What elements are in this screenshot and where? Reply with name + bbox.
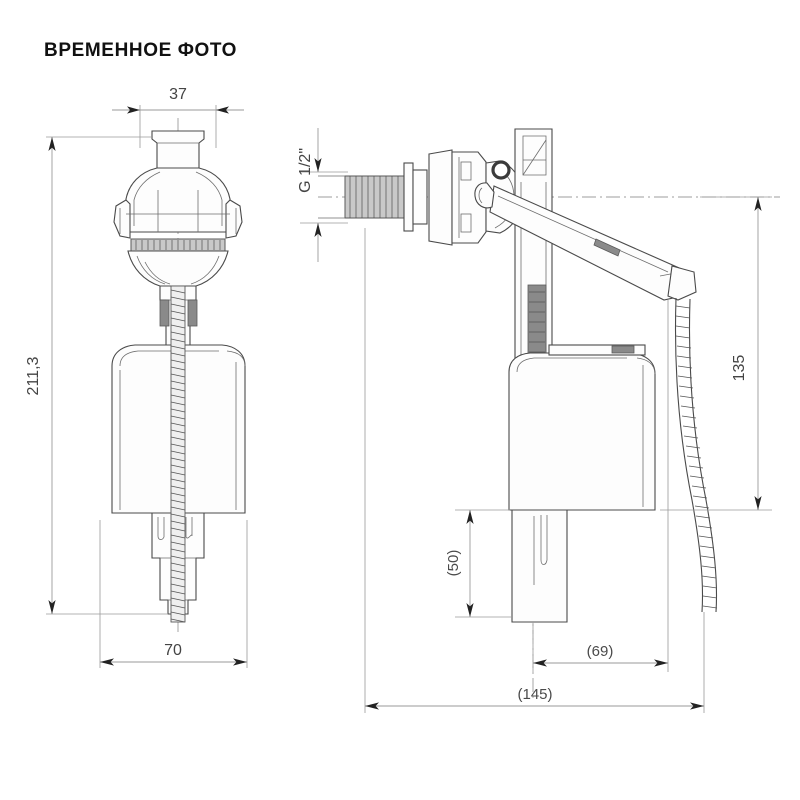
dimension-69-label: (69) bbox=[587, 643, 614, 660]
dimension-145-label: (145) bbox=[517, 686, 552, 703]
dimension-135-label: 135 bbox=[731, 355, 748, 382]
front-view-group bbox=[111, 118, 246, 632]
dimension-211-3: 211,3 bbox=[25, 136, 168, 615]
front-threaded-rod bbox=[170, 285, 186, 623]
side-guide-tube bbox=[511, 509, 568, 623]
side-view-group bbox=[318, 128, 780, 700]
side-lever-arm bbox=[474, 182, 697, 301]
dimension-50: (50) bbox=[445, 509, 512, 618]
side-flange-washer bbox=[403, 162, 428, 232]
side-inlet-shank bbox=[318, 175, 406, 219]
dimension-70-label: 70 bbox=[164, 642, 182, 659]
side-pull-rod bbox=[674, 297, 718, 613]
dimension-211-3-label: 211,3 bbox=[25, 356, 42, 395]
dimension-70: 70 bbox=[99, 520, 248, 668]
dimension-135: 135 bbox=[660, 196, 772, 511]
dimension-thread-size-label: G 1/2" bbox=[297, 148, 314, 193]
dimension-37: 37 bbox=[112, 86, 244, 148]
dimension-37-label: 37 bbox=[169, 86, 187, 103]
dimension-50-label: (50) bbox=[445, 550, 462, 577]
front-valve-head bbox=[113, 130, 243, 287]
side-scale-strip bbox=[527, 284, 547, 359]
dimension-69: (69) bbox=[532, 300, 669, 672]
page-title: ВРЕМЕННОЕ ФОТО bbox=[44, 40, 238, 61]
side-port-ring bbox=[491, 160, 511, 180]
dimension-thread-size: G 1/2" bbox=[297, 128, 348, 262]
side-float-body bbox=[508, 344, 656, 511]
dimension-145: (145) bbox=[364, 228, 705, 713]
